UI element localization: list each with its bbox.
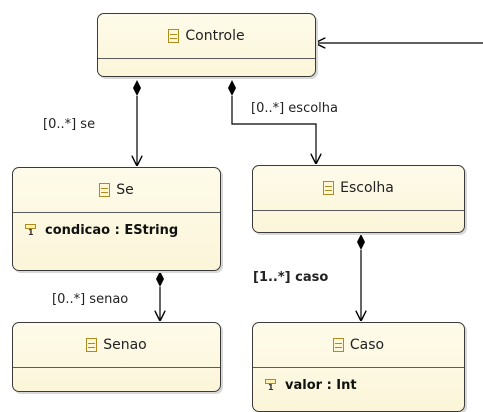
class-header: Caso <box>253 323 464 368</box>
edge-label-se: [0..*] se <box>43 117 96 132</box>
eclass-icon <box>99 183 111 197</box>
edge-label-caso: [1..*] caso <box>253 270 329 285</box>
composition-diamond <box>133 80 141 96</box>
class-name: Senao <box>103 337 147 353</box>
composition-diamond <box>228 80 236 96</box>
edge-se-senao[interactable] <box>156 271 164 320</box>
eattribute-icon <box>265 378 277 392</box>
class-name: Caso <box>349 337 385 353</box>
class-header: Controle <box>98 14 315 59</box>
eclass-icon <box>86 338 98 352</box>
eclass-icon <box>323 181 335 195</box>
class-controle[interactable]: Controle <box>97 13 316 77</box>
edge-label-senao: [0..*] senao <box>52 292 129 307</box>
class-header: Se <box>13 168 220 213</box>
eclass-icon <box>168 29 180 43</box>
class-name: Controle <box>185 28 245 44</box>
attribute-row[interactable]: condicao : EString <box>13 217 220 243</box>
edge-controle-escolha[interactable] <box>228 80 316 163</box>
edge-escolha-caso[interactable] <box>357 234 365 320</box>
class-escolha[interactable]: Escolha <box>252 165 465 233</box>
class-se[interactable]: Se condicao : EString <box>12 167 221 271</box>
composition-diamond <box>357 234 365 250</box>
class-caso[interactable]: Caso valor : Int <box>252 322 465 412</box>
eattribute-icon <box>25 223 37 237</box>
class-senao[interactable]: Senao <box>12 322 221 392</box>
class-header: Senao <box>13 323 220 368</box>
edge-label-escolha: [0..*] escolha <box>251 101 339 116</box>
class-name: Escolha <box>340 180 394 196</box>
attribute-label: valor : Int <box>285 377 357 393</box>
composition-diamond <box>156 271 164 287</box>
class-name: Se <box>116 182 134 198</box>
class-header: Escolha <box>253 166 464 211</box>
edge-controle-se[interactable] <box>133 80 141 165</box>
attribute-label: condicao : EString <box>45 222 179 238</box>
attribute-row[interactable]: valor : Int <box>253 372 464 398</box>
eclass-icon <box>332 338 344 352</box>
